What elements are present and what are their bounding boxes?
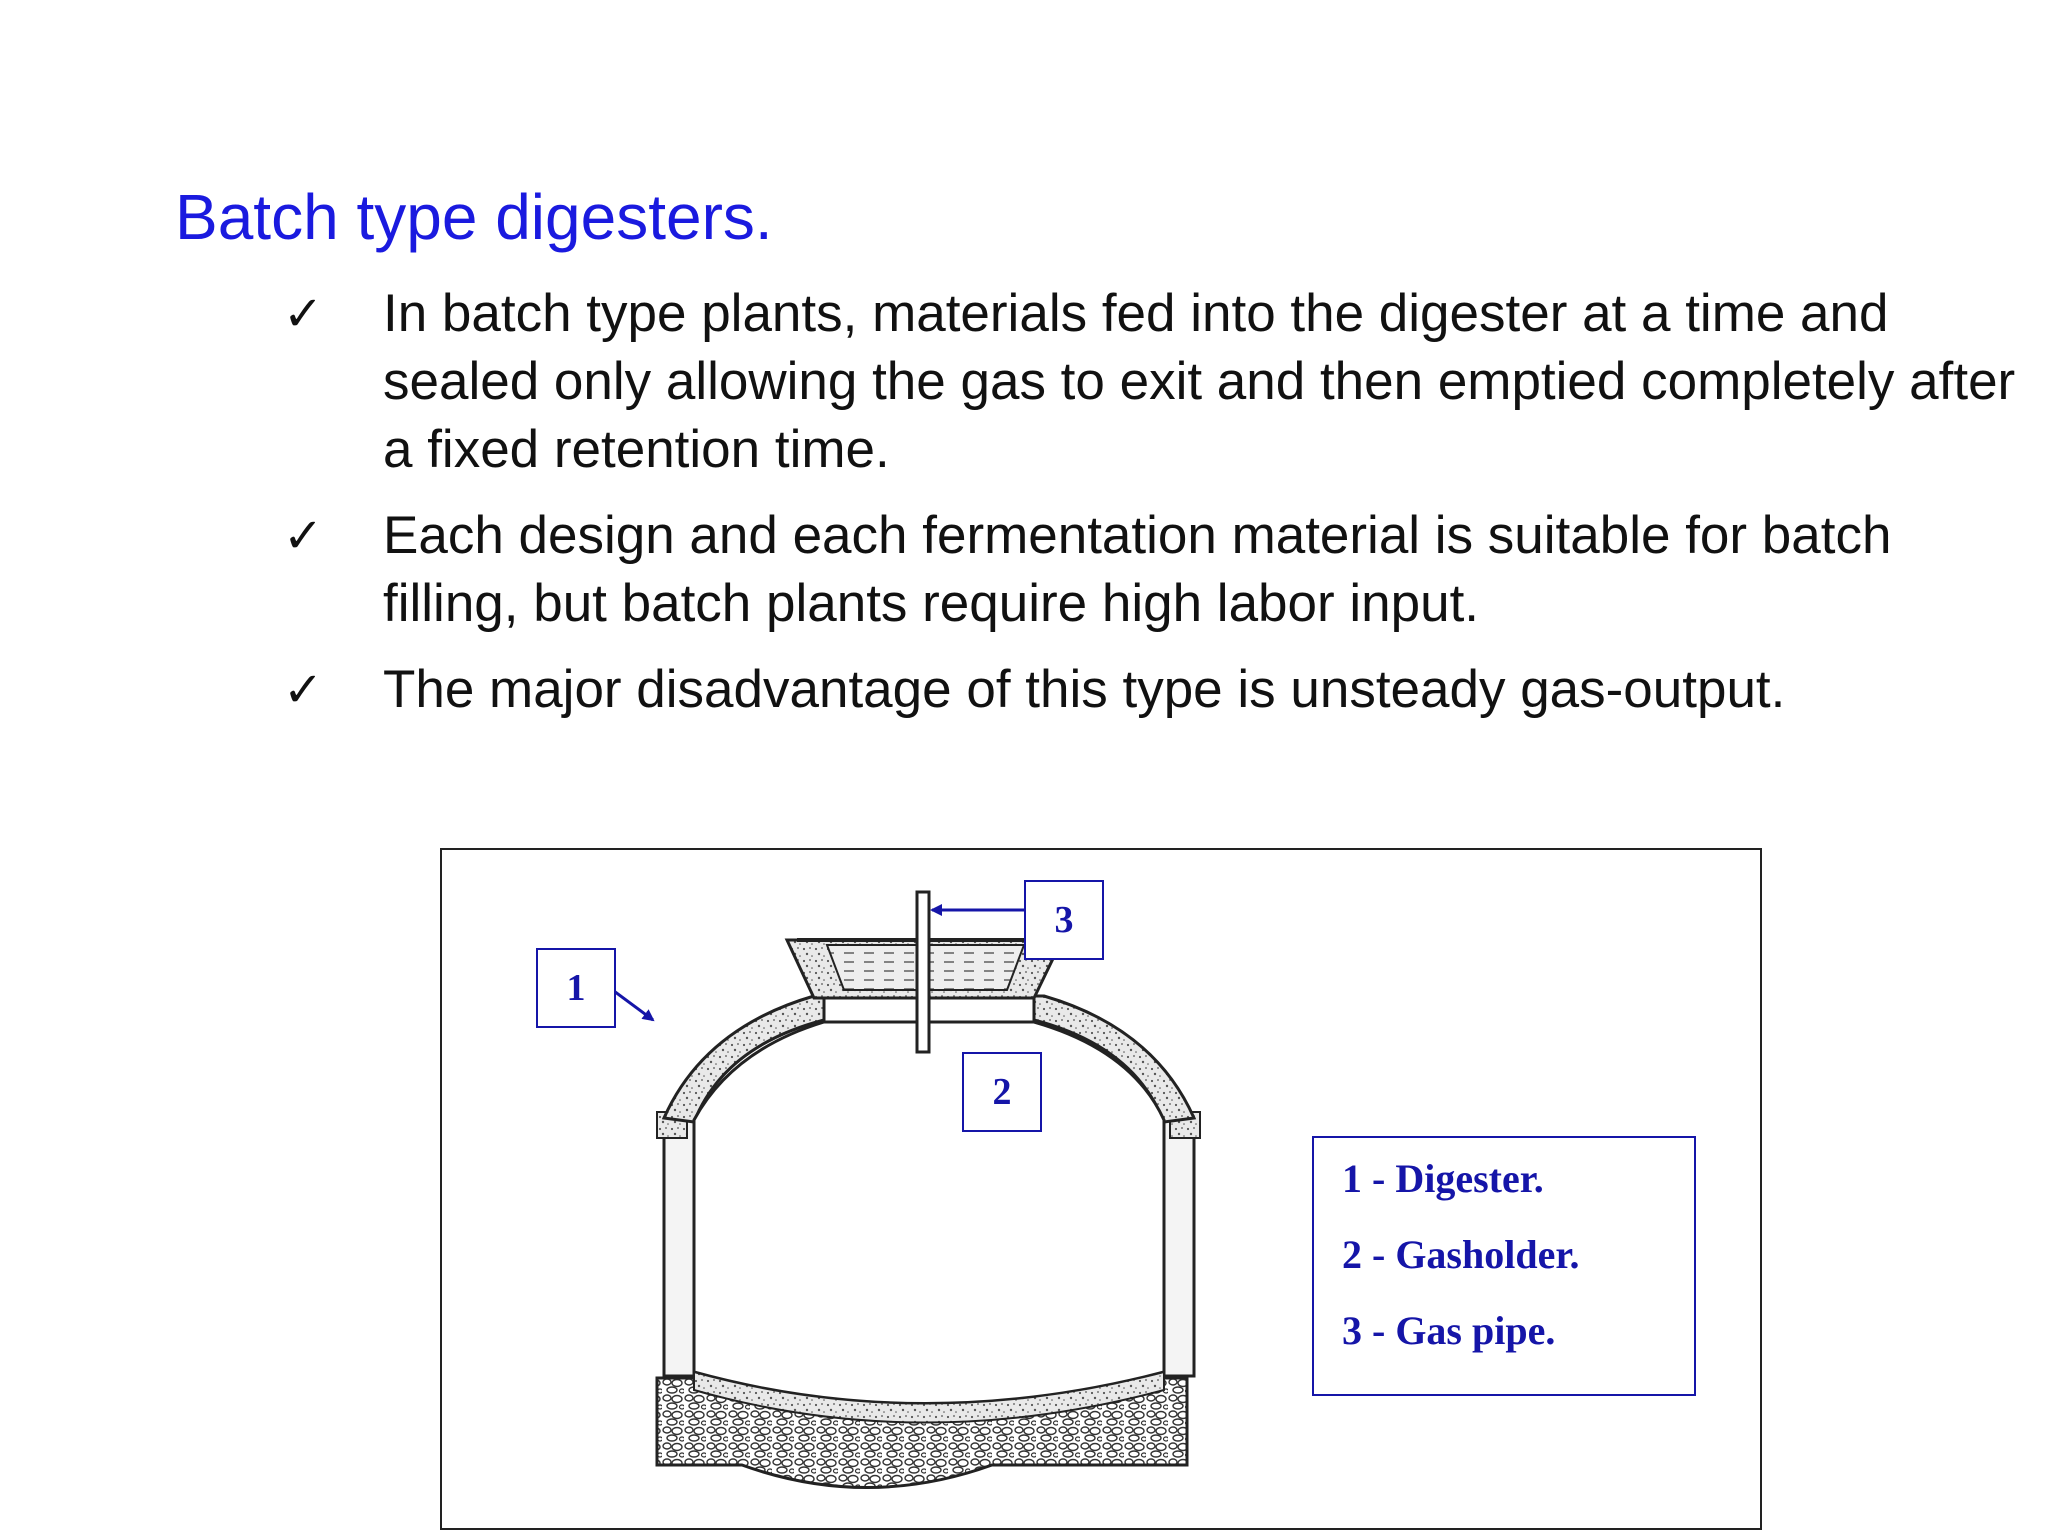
- check-mark-icon: ✓: [283, 662, 324, 718]
- page-title: Batch type digesters.: [175, 181, 773, 253]
- legend-item-gas-pipe: 3 - Gas pipe.: [1342, 1308, 1556, 1353]
- callout-3: 3: [1024, 880, 1104, 960]
- digester-chamber: [692, 1020, 1166, 1405]
- bullet-item: ✓ The major disadvantage of this type is…: [275, 656, 2035, 724]
- gas-pipe: [915, 890, 931, 1054]
- bullet-text: Each design and each fermentation materi…: [383, 506, 1892, 633]
- bullet-item: ✓ Each design and each fermentation mate…: [275, 502, 2035, 638]
- left-wall: [662, 1116, 696, 1378]
- bullet-list: ✓ In batch type plants, materials fed in…: [275, 280, 2035, 742]
- bullet-text: In batch type plants, materials fed into…: [383, 284, 2016, 479]
- legend-box: 1 - Digester. 2 - Gasholder. 3 - Gas pip…: [1312, 1136, 1696, 1396]
- check-mark-icon: ✓: [283, 286, 324, 342]
- callout-1: 1: [536, 948, 616, 1028]
- digester-figure: 1 2 3 1 - Digester. 2 - Gasholder. 3 - G…: [440, 848, 1762, 1530]
- callout-2: 2: [962, 1052, 1042, 1132]
- bullet-text: The major disadvantage of this type is u…: [383, 660, 1786, 719]
- check-mark-icon: ✓: [283, 508, 324, 564]
- bullet-item: ✓ In batch type plants, materials fed in…: [275, 280, 2035, 484]
- legend-item-gasholder: 2 - Gasholder.: [1342, 1232, 1580, 1277]
- right-wall: [1162, 1116, 1196, 1378]
- digester-drawing: [571, 890, 1201, 1489]
- legend-item-digester: 1 - Digester.: [1342, 1156, 1544, 1201]
